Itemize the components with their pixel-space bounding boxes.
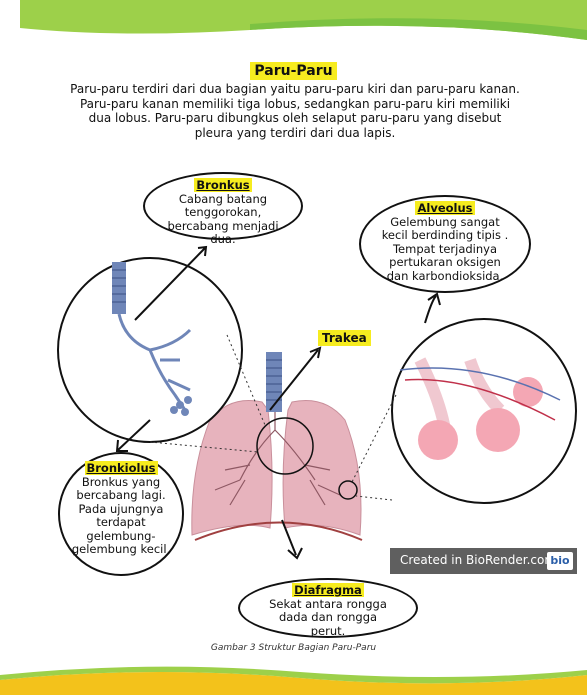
bronkiolus-text: Bronkus yang bercabang lagi. Pada ujungn… — [60, 476, 182, 557]
biorender-badge: bio — [547, 552, 573, 570]
bronkus-zoom — [58, 258, 242, 442]
left-lung — [283, 400, 361, 535]
alveolus-text: Gelembung sangat kecil berdinding tipis … — [361, 216, 529, 284]
bronkus-callout: Bronkus Cabang batang tenggorokan, berca… — [143, 172, 303, 240]
top-wave — [20, 0, 587, 40]
bronkus-heading: Bronkus — [194, 178, 251, 192]
diafragma-heading: Diafragma — [292, 583, 364, 597]
biorender-watermark: Created in BioRender.com bio — [390, 548, 577, 574]
page-title: Paru-Paru — [0, 60, 587, 79]
bronkus-text: Cabang batang tenggorokan, bercabang men… — [145, 193, 301, 247]
alveolus-callout: Alveolus Gelembung sangat kecil berdindi… — [359, 195, 531, 293]
alveolus-heading: Alveolus — [415, 201, 474, 215]
bronkiolus-callout: Bronkiolus Bronkus yang bercabang lagi. … — [58, 452, 184, 576]
bronkiolus-heading: Bronkiolus — [85, 461, 158, 475]
intro-paragraph: Paru-paru terdiri dari dua bagian yaitu … — [70, 82, 520, 140]
trachea — [266, 352, 282, 412]
alveolus-zoom — [392, 319, 576, 503]
biorender-text: Created in BioRender.com — [400, 553, 556, 567]
figure-caption: Gambar 3 Struktur Bagian Paru-Paru — [0, 643, 587, 653]
diafragma-callout: Diafragma Sekat antara rongga dada dan r… — [238, 578, 418, 638]
trakea-label: Trakea — [318, 330, 371, 346]
diafragma-text: Sekat antara rongga dada dan rongga peru… — [240, 598, 416, 639]
